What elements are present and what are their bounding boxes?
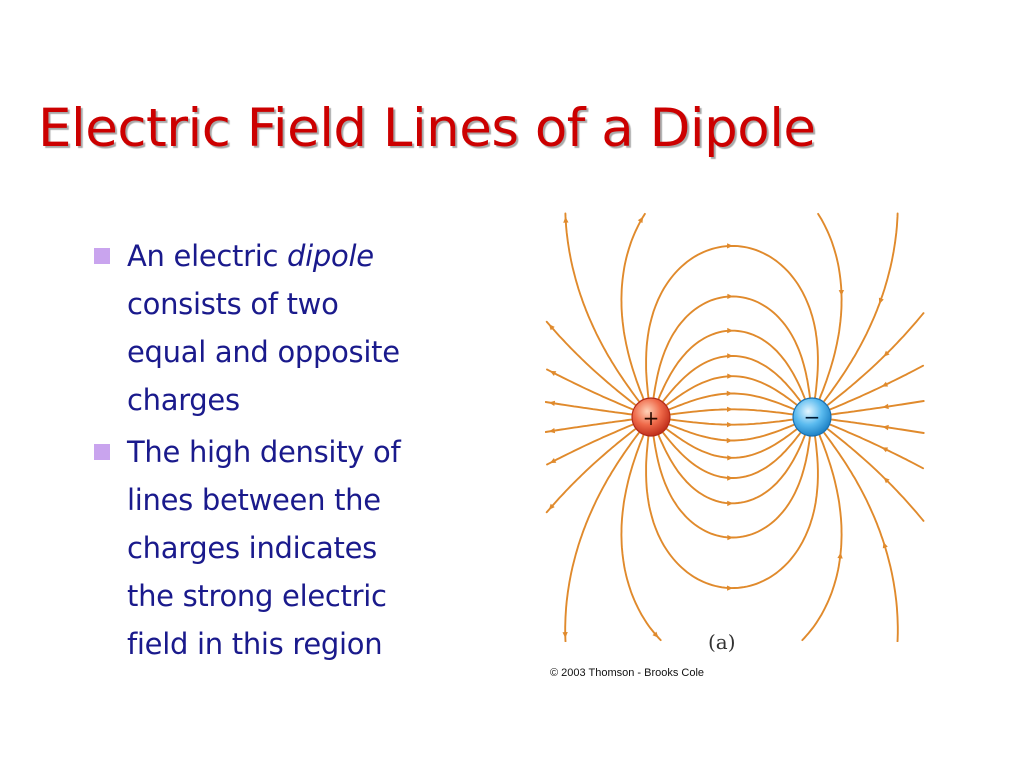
field-arrow — [881, 447, 889, 453]
figure-caption: (a) — [708, 630, 736, 654]
field-line — [645, 244, 819, 400]
field-line — [546, 423, 634, 466]
field-line — [830, 400, 925, 416]
field-arrow — [548, 503, 555, 510]
field-line — [620, 212, 646, 400]
field-line — [826, 312, 925, 406]
slide-title: Electric Field Lines of a Dipole — [38, 98, 816, 159]
field-line — [829, 423, 925, 470]
field-arrow — [882, 542, 888, 549]
bullet-text: The high density of lines between the ch… — [127, 428, 494, 668]
field-line — [829, 364, 925, 411]
field-line — [823, 431, 899, 642]
field-lines-group — [545, 212, 925, 642]
field-arrow — [883, 477, 890, 484]
bullet-line: The high density of — [127, 435, 401, 469]
bullet-square-icon — [94, 444, 110, 460]
emphasis-term: dipole — [287, 239, 374, 273]
field-arrow — [548, 324, 555, 331]
field-line — [669, 408, 795, 416]
field-arrow — [727, 327, 734, 334]
field-line — [665, 427, 799, 459]
positive-charge: + — [631, 397, 671, 437]
field-arrow — [549, 458, 557, 464]
field-line — [657, 329, 807, 402]
field-arrow — [549, 370, 557, 376]
bullet-line: An electric dipole — [127, 239, 374, 273]
field-arrow — [726, 390, 733, 397]
field-line — [665, 375, 799, 407]
field-arrow — [727, 353, 734, 359]
field-arrow — [727, 293, 734, 299]
bullet-line: charges — [127, 383, 240, 417]
field-line — [668, 392, 797, 411]
negative-charge-label: − — [804, 405, 821, 429]
field-arrows-group — [548, 216, 890, 639]
field-line — [823, 212, 899, 403]
field-arrow — [727, 406, 733, 412]
field-arrow — [727, 455, 734, 461]
field-arrow — [727, 500, 734, 507]
field-arrow — [726, 437, 733, 444]
field-line — [545, 401, 633, 416]
field-arrow — [882, 403, 889, 410]
field-arrow — [548, 400, 556, 406]
field-arrow — [727, 422, 733, 428]
field-line — [662, 431, 802, 479]
field-line — [545, 418, 633, 433]
bullet-line: field in this region — [127, 627, 383, 661]
field-arrow — [882, 424, 889, 431]
field-line — [830, 418, 925, 434]
negative-charge: − — [792, 397, 832, 437]
field-arrow — [837, 552, 843, 559]
bullet-list: An electric dipole consists of two equal… — [94, 232, 494, 672]
field-line — [564, 431, 640, 642]
positive-charge-label: + — [643, 406, 660, 430]
field-line — [545, 320, 637, 406]
field-arrow — [878, 297, 884, 305]
field-arrow — [881, 381, 889, 387]
bullet-line: the strong electric — [127, 579, 387, 613]
field-line — [662, 355, 802, 403]
field-arrow — [838, 290, 844, 296]
field-arrow — [563, 216, 569, 223]
bullet-line: lines between the — [127, 483, 381, 517]
field-arrow — [727, 535, 734, 541]
field-arrow — [727, 243, 733, 249]
field-arrow — [562, 632, 568, 639]
bullet-item: An electric dipole consists of two equal… — [94, 232, 494, 424]
field-line — [545, 428, 637, 514]
field-arrow — [883, 350, 890, 357]
field-line — [645, 434, 819, 590]
field-line — [546, 368, 634, 411]
field-line — [620, 434, 662, 642]
bullet-item: The high density of lines between the ch… — [94, 428, 494, 668]
field-arrow — [727, 373, 734, 379]
dipole-field-diagram: + − — [545, 212, 925, 642]
bullet-text: An electric dipole consists of two equal… — [127, 232, 494, 424]
field-arrow — [727, 585, 733, 591]
field-arrow — [652, 631, 659, 638]
field-line — [564, 212, 640, 403]
bullet-square-icon — [94, 248, 110, 264]
field-line — [669, 418, 795, 426]
field-arrow — [727, 475, 734, 481]
field-line — [657, 432, 807, 505]
bullet-line: consists of two — [127, 287, 339, 321]
field-line — [826, 428, 925, 522]
field-arrow — [548, 428, 556, 434]
field-line — [668, 423, 797, 442]
field-line — [801, 434, 843, 642]
field-arrow — [637, 216, 644, 224]
copyright-notice: © 2003 Thomson - Brooks Cole — [550, 667, 705, 679]
bullet-line: charges indicates — [127, 531, 377, 565]
field-line — [817, 212, 843, 400]
bullet-line: equal and opposite — [127, 335, 400, 369]
